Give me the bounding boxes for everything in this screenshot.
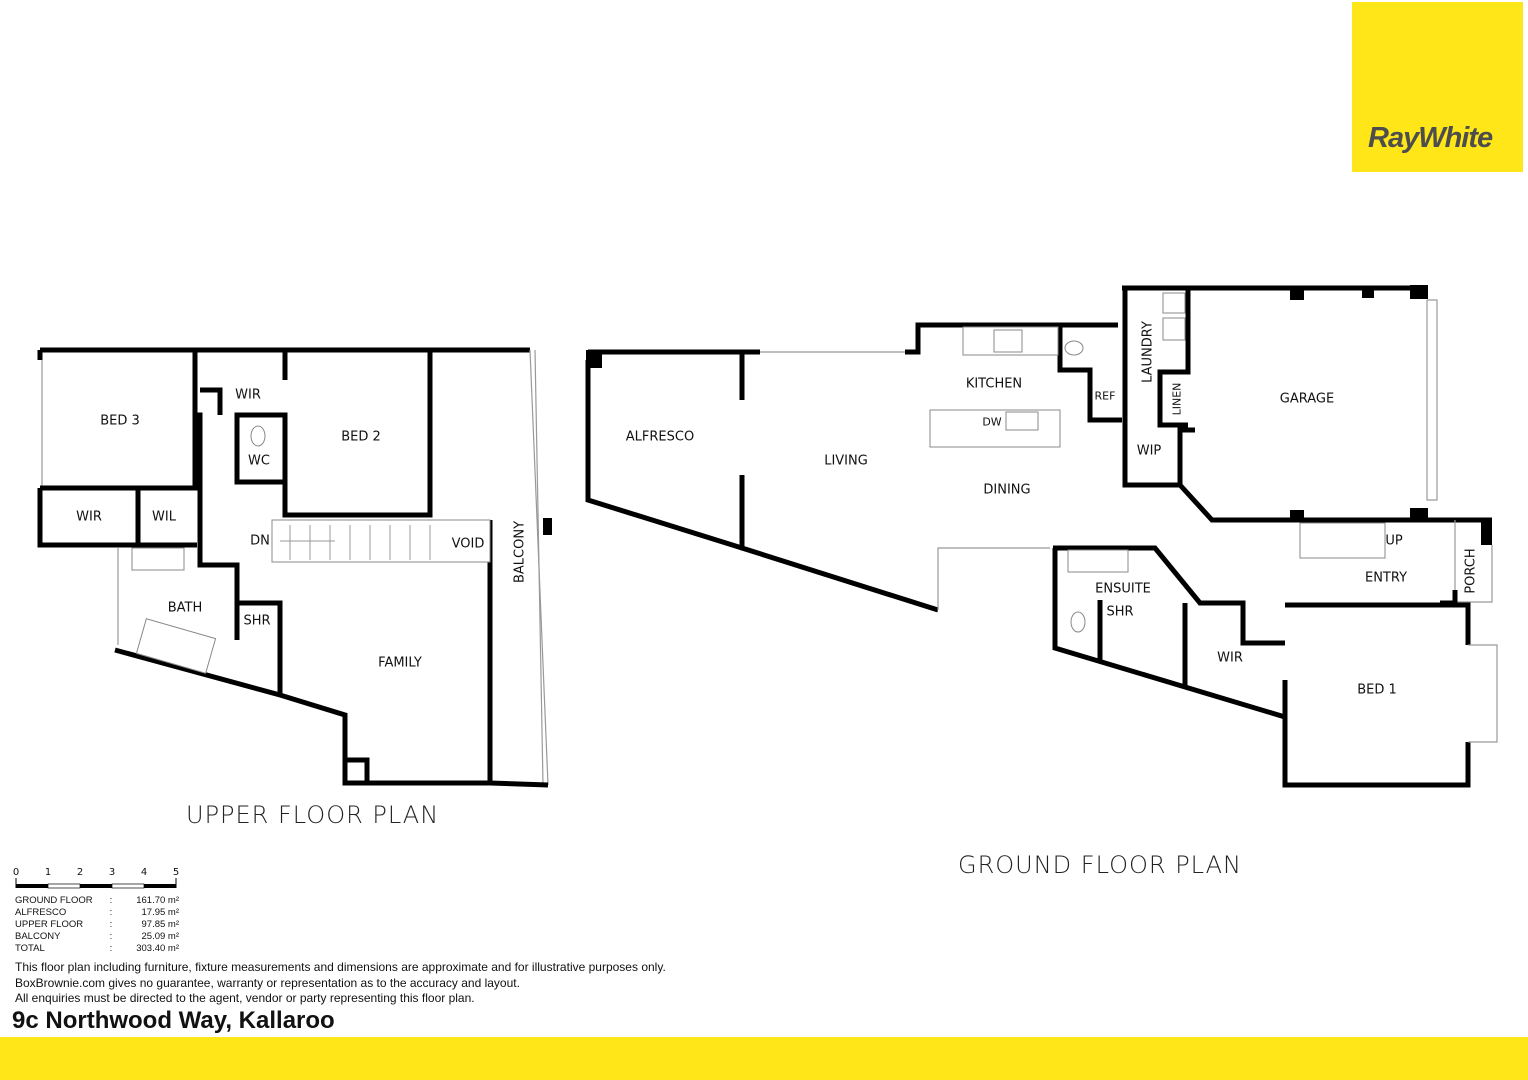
room-wil: WIL [152,509,176,525]
area-label: GROUND FLOOR [15,895,93,906]
room-wip: WIP [1136,443,1162,459]
room-ensuite: ENSUITE [1095,581,1151,597]
room-kitchen: KITCHEN [965,376,1023,392]
footer-brand-bar [0,1037,1528,1080]
area-separator: : [109,895,113,906]
disclaimer: This floor plan including furniture, fix… [15,960,666,1007]
scale-tick-label: 2 [76,867,84,878]
area-row: BALCONY: 25.09 m² [15,931,179,943]
stair-up-label: UP [1385,533,1403,549]
room-wir-bed3: WIR [76,509,102,525]
area-value: 303.40 m² [136,943,179,954]
raywhite-logo: RayWhite [1352,2,1523,172]
area-label: UPPER FLOOR [15,919,84,930]
area-row: ALFRESCO: 17.95 m² [15,907,179,919]
room-entry: ENTRY [1364,570,1408,586]
ground-floor-walls [585,285,1498,788]
area-row: UPPER FLOOR: 97.85 m² [15,919,179,931]
room-wir-bed2: WIR [235,387,261,403]
fridge-label: REF [1094,389,1116,403]
disclaimer-line: This floor plan including furniture, fix… [15,960,666,974]
upper-floor-plan-title: UPPER FLOOR PLAN [186,801,440,829]
ground-floor-plan-title: GROUND FLOOR PLAN [958,851,1242,879]
area-separator: : [109,907,113,918]
area-separator: : [109,931,113,942]
scale-tick-label: 0 [12,867,20,878]
property-address: 9c Northwood Way, Kallaroo [12,1007,335,1034]
area-separator: : [109,943,113,954]
room-bed-1: BED 1 [1357,682,1397,698]
room-laundry: LAUNDRY [1140,321,1156,383]
room-dining: DINING [983,482,1031,498]
disclaimer-line: All enquiries must be directed to the ag… [15,991,475,1005]
dishwasher-label: DW [982,415,1002,429]
area-label: TOTAL [15,943,45,954]
scale-bar [15,878,177,889]
scale-tick-label: 5 [172,867,180,878]
area-label: BALCONY [15,931,61,942]
logo-text: RayWhite [1368,122,1493,154]
area-table: GROUND FLOOR: 161.70 m² ALFRESCO: 17.95 m²… [15,895,179,955]
disclaimer-line: BoxBrownie.com gives no guarantee, warra… [15,975,520,990]
room-bed-2: BED 2 [341,429,381,445]
area-row: GROUND FLOOR: 161.70 m² [15,895,179,907]
room-wir-bed1: WIR [1217,650,1243,666]
room-alfresco: ALFRESCO [625,429,695,445]
room-porch: PORCH [1463,548,1479,594]
area-separator: : [109,919,113,930]
room-garage: GARAGE [1279,391,1335,407]
area-value: 17.95 m² [141,907,180,918]
area-value: 161.70 m² [136,895,179,906]
room-family: FAMILY [378,655,422,671]
room-bed-3: BED 3 [100,413,140,429]
room-linen: LINEN [1170,382,1184,416]
area-value: 97.85 m² [141,919,180,930]
area-label: ALFRESCO [15,907,67,918]
scale-tick-label: 3 [108,867,116,878]
scale-tick-label: 4 [140,867,148,878]
room-wc: WC [248,453,270,469]
upper-floor-walls [37,347,552,788]
area-value: 25.09 m² [141,931,180,942]
room-bath: BATH [167,600,203,616]
room-void: VOID [451,536,485,552]
room-shower-ground: SHR [1106,604,1134,620]
room-living: LIVING [824,453,868,469]
scale-tick-label: 1 [44,867,52,878]
area-row: TOTAL: 303.40 m² [15,943,179,955]
room-balcony: BALCONY [512,520,528,584]
room-shower-upper: SHR [243,613,271,629]
stair-down-label: DN [250,533,270,549]
